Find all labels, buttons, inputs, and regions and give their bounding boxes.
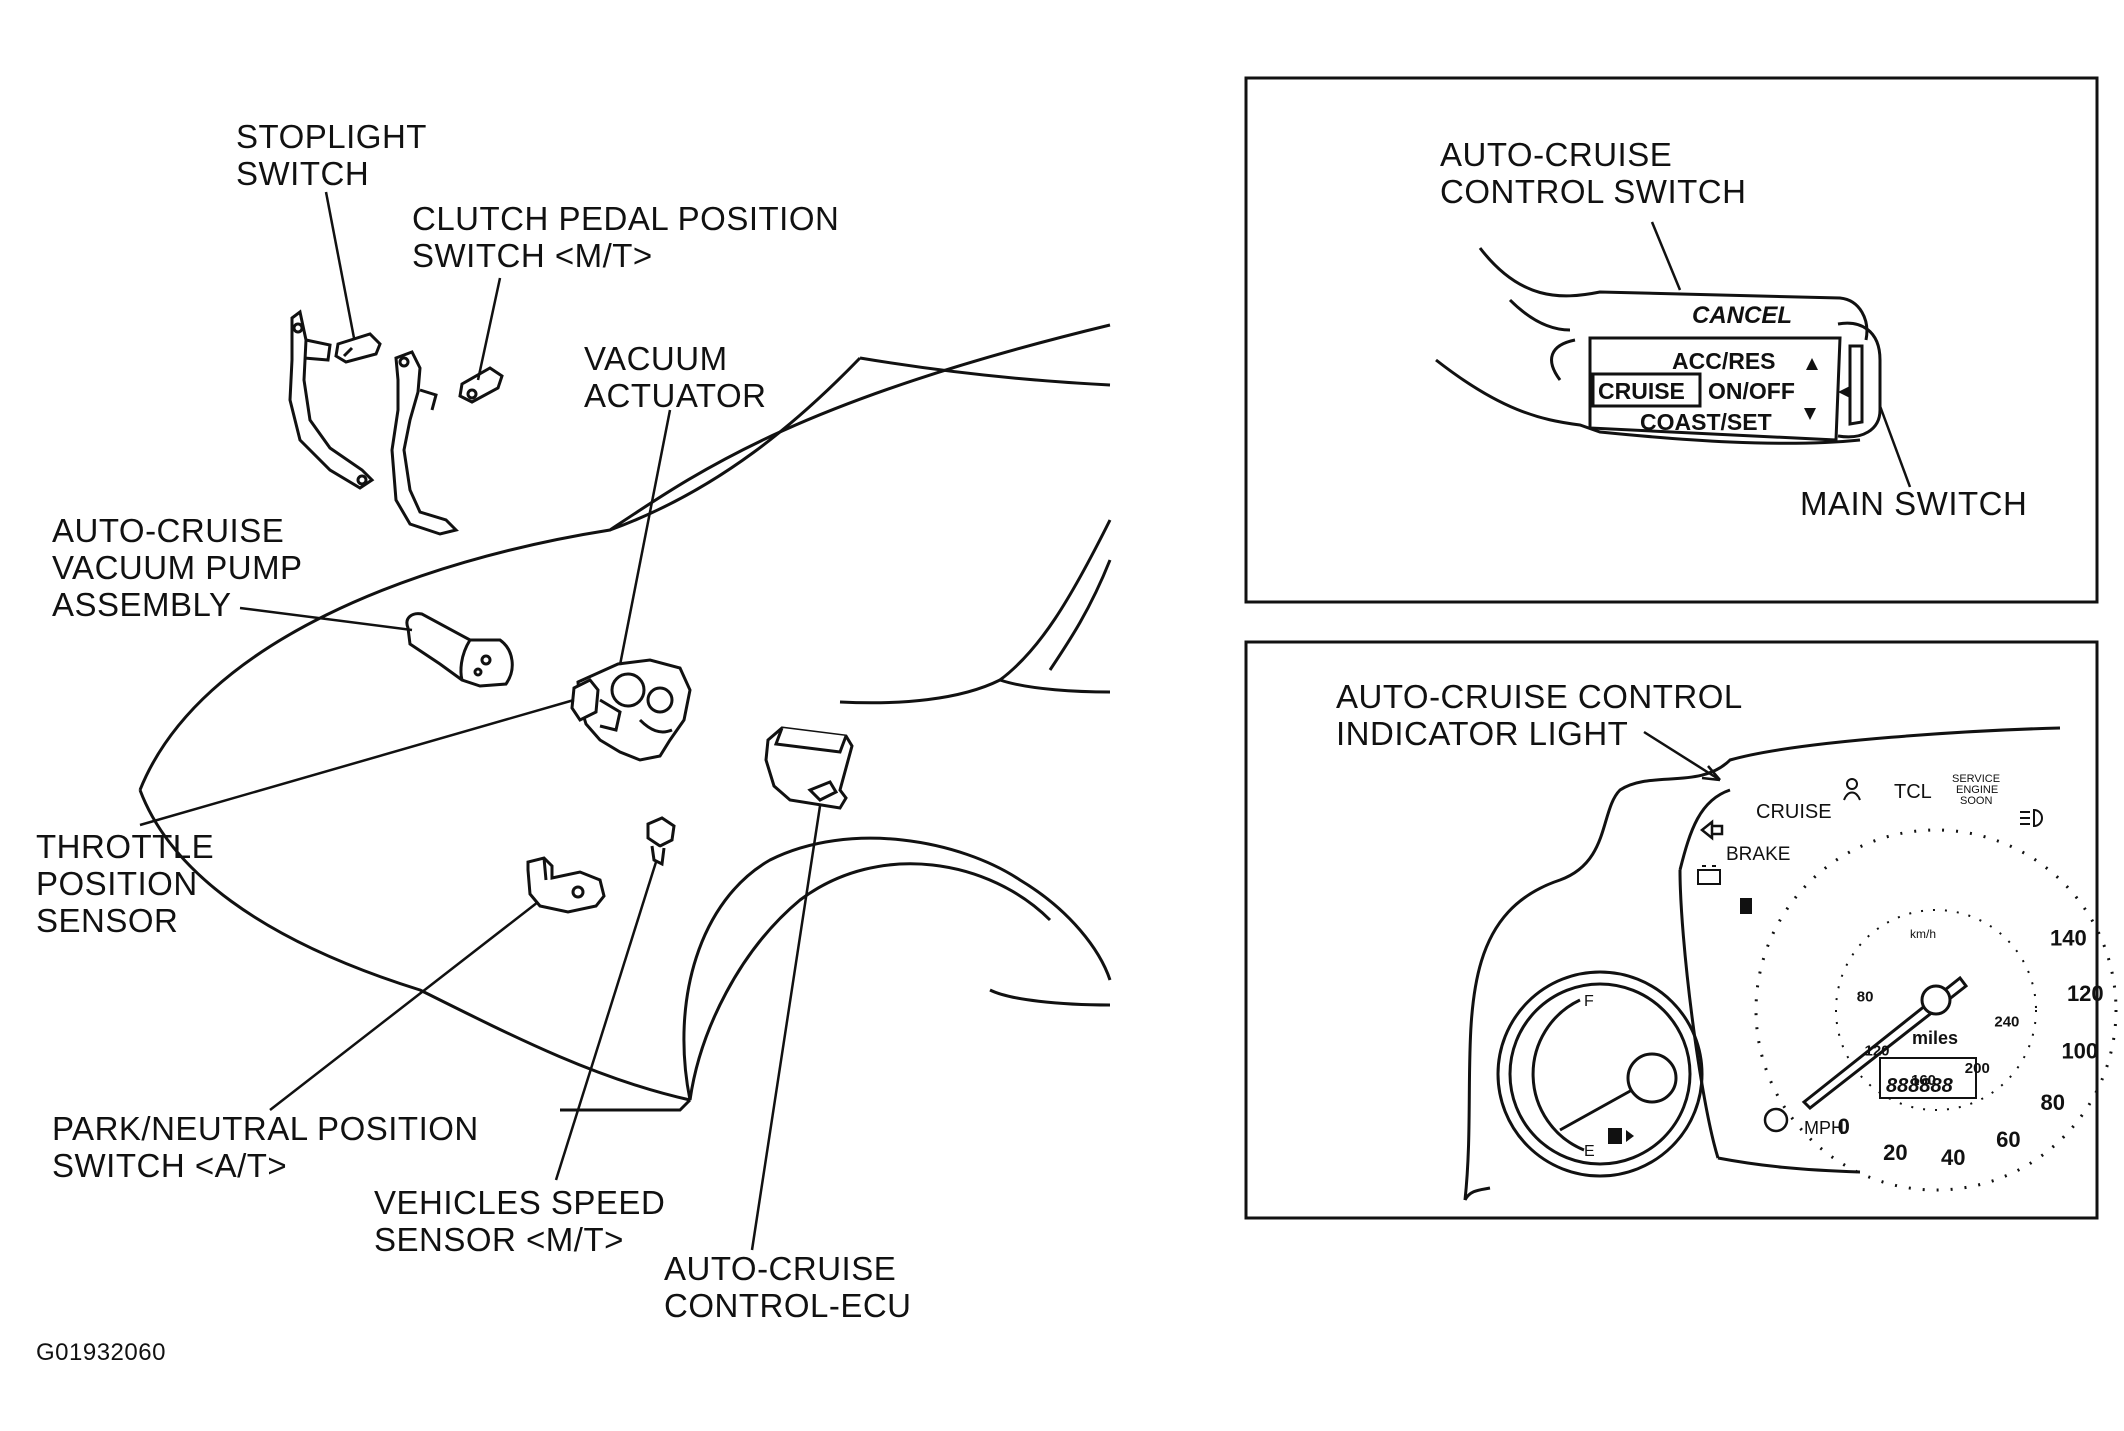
clutch-switch-illustration — [458, 366, 504, 404]
instrument-cluster-outline — [1463, 726, 2061, 1201]
lever-arrows — [1804, 358, 1850, 420]
stoplight-switch-illustration — [334, 332, 382, 364]
miles-label: miles — [1912, 1028, 1958, 1048]
main-switch-label: MAIN SWITCH — [1800, 485, 2028, 522]
leader-vacuum-pump — [239, 606, 413, 632]
vacuum-actuator-illustration — [576, 658, 692, 762]
control-ecu-label: AUTO-CRUISE CONTROL-ECU — [664, 1250, 912, 1324]
car-body-outline — [138, 323, 1112, 1112]
service-engine-soon-line1: SERVICE — [1952, 773, 2000, 785]
fuel-full-label: F — [1584, 993, 1594, 1010]
clutch-pedal-switch-label: CLUTCH PEDAL POSITION SWITCH <M/T> — [412, 200, 840, 274]
kmh-tick-80: 80 — [1857, 988, 1874, 1005]
vacuum-pump-label: AUTO-CRUISE VACUUM PUMP ASSEMBLY — [52, 512, 303, 623]
cluster-panel-leader — [1643, 730, 1721, 782]
battery-icon — [1697, 865, 1721, 885]
kmh-tick-160: 160 — [1911, 1072, 1936, 1089]
leader-throttle-sensor — [139, 698, 575, 827]
kmh-tick-120: 120 — [1864, 1042, 1889, 1059]
stoplight-switch-label: STOPLIGHT SWITCH — [236, 118, 427, 192]
control-ecu-illustration — [764, 726, 854, 810]
leader-park-neutral-switch — [269, 901, 539, 1111]
vacuum-actuator-label: VACUUM ACTUATOR — [584, 340, 767, 414]
kmh-tick-200: 200 — [1965, 1060, 1990, 1077]
figure-code: G01932060 — [36, 1339, 166, 1366]
tcl-indicator: TCL — [1894, 781, 1932, 803]
leader-stoplight-switch — [324, 191, 356, 339]
fuel-pump-icon — [1608, 1128, 1634, 1144]
leader-lines — [139, 191, 822, 1251]
throttle-sensor-label: THROTTLE POSITION SENSOR — [36, 828, 215, 939]
mph-tick-120: 120 — [2067, 981, 2104, 1006]
park-neutral-switch-label: PARK/NEUTRAL POSITION SWITCH <A/T> — [52, 1110, 479, 1184]
cruise-marking: CRUISE — [1598, 378, 1685, 404]
mph-tick-20: 20 — [1883, 1140, 1907, 1165]
speedometer — [1754, 828, 2118, 1192]
fuel-gauge — [1496, 970, 1704, 1178]
cruise-box — [1591, 372, 1702, 408]
leader-speed-sensor — [554, 861, 658, 1181]
turn-signal-left-icon — [1699, 819, 1724, 841]
mph-tick-60: 60 — [1996, 1127, 2020, 1152]
switch-panel-leaders — [1650, 221, 1912, 488]
odometer-window — [1879, 1057, 1977, 1099]
brake-indicator: BRAKE — [1726, 844, 1790, 865]
switch-panel-frame — [1244, 76, 2099, 604]
on-off-marking: ON/OFF — [1708, 378, 1795, 404]
cluster-panel-frame — [1244, 640, 2099, 1220]
mph-tick-100: 100 — [2061, 1039, 2098, 1064]
kmh-tick-labels: 80 120 160 200 240 — [1857, 988, 2020, 1088]
leader-control-ecu — [750, 805, 822, 1251]
mph-tick-40: 40 — [1941, 1145, 1965, 1170]
acc-res-marking: ACC/RES — [1672, 348, 1776, 374]
cruise-indicator: CRUISE — [1756, 801, 1832, 823]
leader-vacuum-actuator — [618, 409, 672, 666]
fuel-empty-label: E — [1584, 1143, 1595, 1160]
throttle-position-sensor-illustration — [570, 678, 600, 722]
odometer-readout: 888888 — [1886, 1075, 1954, 1097]
control-switch-label: AUTO-CRUISE CONTROL SWITCH — [1440, 136, 1747, 210]
indicator-light-label: AUTO-CRUISE CONTROL INDICATOR LIGHT — [1336, 678, 1743, 752]
vacuum-pump-illustration — [405, 612, 514, 688]
mph-tick-80: 80 — [2041, 1090, 2065, 1115]
kmh-tick-240: 240 — [1994, 1013, 2019, 1030]
service-engine-soon-line3: SOON — [1960, 795, 1992, 807]
seatbelt-icon — [1843, 778, 1861, 801]
vehicle-speed-sensor-label: VEHICLES SPEED SENSOR <M/T> — [374, 1184, 666, 1258]
park-neutral-switch-illustration — [526, 856, 606, 914]
service-engine-soon-line2: ENGINE — [1956, 784, 1998, 796]
headlight-icon — [2020, 808, 2043, 828]
fuel-warning-icon — [1740, 898, 1752, 914]
kmh-unit: km/h — [1910, 927, 1936, 941]
leader-clutch-switch — [476, 277, 502, 381]
mph-tick-140: 140 — [2050, 925, 2087, 950]
mph-unit: MPH — [1804, 1118, 1844, 1138]
mph-tick-labels: 0 20 40 60 80 100 120 140 — [1838, 925, 2104, 1169]
clutch-pedal-illustration — [390, 350, 459, 536]
cancel-marking: CANCEL — [1692, 302, 1792, 329]
coast-set-marking: COAST/SET — [1640, 409, 1772, 435]
speed-sensor-illustration — [646, 816, 676, 867]
mph-tick-0: 0 — [1838, 1114, 1850, 1139]
brake-pedal-illustration — [288, 309, 375, 490]
